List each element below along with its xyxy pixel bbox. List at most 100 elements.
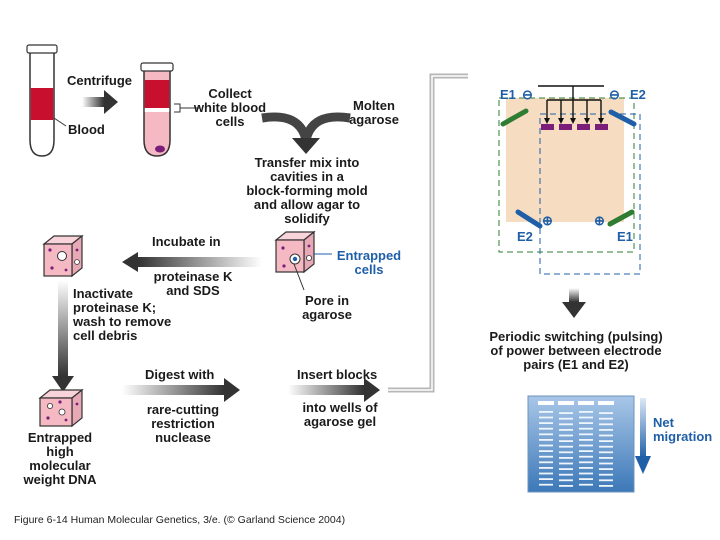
gel-band — [579, 433, 593, 436]
gel-band — [599, 451, 613, 454]
gel-band — [599, 417, 613, 420]
e2-bottom-label: E2 — [517, 229, 533, 244]
insert-arrow — [288, 378, 380, 402]
gel-band — [579, 478, 593, 480]
e1-bottom-label: E1 — [617, 229, 633, 244]
gel-band — [599, 479, 613, 482]
gel-band — [539, 455, 553, 458]
gel-band — [599, 412, 613, 414]
minus-left-symbol: ⊖ — [522, 87, 533, 102]
net-migration-arrow — [635, 398, 651, 474]
incubate-top-label: Incubate in — [152, 234, 221, 249]
gel-band — [559, 429, 573, 431]
gel-band — [559, 462, 573, 465]
pulsed-field-gel — [527, 395, 635, 493]
gel-band — [579, 455, 593, 458]
gel-band — [599, 462, 613, 465]
gel-band — [599, 434, 613, 437]
digest-top-label: Digest with — [145, 367, 215, 382]
gel-band — [559, 451, 573, 454]
gel-band — [539, 450, 553, 452]
gel-band — [539, 439, 553, 441]
gel-band — [559, 457, 573, 459]
gel-band — [539, 478, 553, 480]
e2-top-label: E2 — [630, 87, 646, 102]
e1-top-label: E1 — [500, 87, 516, 102]
gel-band — [579, 467, 593, 469]
gel-band — [579, 427, 593, 430]
buffy-coat-bracket — [174, 103, 181, 113]
gel-bands — [538, 401, 614, 487]
gel-band — [559, 423, 573, 426]
gel-band — [579, 472, 593, 475]
gel-band — [559, 479, 573, 482]
pulsing-arrow — [562, 288, 586, 318]
plus-right-symbol: ⊕ — [594, 213, 605, 228]
gel-band — [579, 422, 593, 424]
gel-band — [579, 439, 593, 441]
gel-band — [599, 468, 613, 470]
gel-band — [599, 423, 613, 426]
insert-top-label: Insert blocks — [297, 367, 378, 382]
incubate-arrow — [122, 252, 262, 272]
gel-band — [539, 411, 553, 413]
figure-caption: Figure 6-14 Human Molecular Genetics, 3/… — [14, 514, 346, 526]
gel-band — [559, 485, 573, 487]
periodic-switching-label: Periodic switching (pulsing)of power bet… — [489, 329, 663, 372]
gel-band — [539, 472, 553, 475]
gel-well — [598, 401, 614, 405]
gel-band — [599, 445, 613, 448]
merge-arrows — [261, 112, 351, 154]
gel-band — [579, 411, 593, 413]
blood-label: Blood — [68, 122, 105, 137]
gel-band — [539, 461, 553, 464]
gel-apparatus — [498, 85, 641, 275]
gel-band — [539, 433, 553, 436]
gel-band — [579, 444, 593, 447]
pore-leader — [293, 263, 305, 291]
gel-band — [579, 450, 593, 452]
gel-band — [539, 444, 553, 447]
gel-band — [599, 457, 613, 459]
blood-leader-line — [53, 117, 67, 127]
gel-band — [539, 422, 553, 424]
gel-band — [559, 434, 573, 437]
gel-well — [538, 401, 554, 405]
gel-band — [539, 483, 553, 486]
mold-block — [274, 230, 316, 274]
inactivate-arrow — [52, 280, 74, 392]
gel-band — [559, 445, 573, 448]
gel-band — [559, 473, 573, 476]
gel-band — [559, 468, 573, 470]
digest-arrow — [122, 378, 240, 402]
separated-tube — [140, 62, 174, 157]
gel-well — [578, 401, 594, 405]
centrifuge-label: Centrifuge — [67, 73, 132, 88]
gel-band — [559, 412, 573, 414]
gel-band — [599, 485, 613, 487]
minus-right-symbol: ⊖ — [609, 87, 620, 102]
gel-band — [539, 467, 553, 469]
gel-band — [579, 483, 593, 486]
gel-band — [579, 461, 593, 464]
plus-left-symbol: ⊕ — [542, 213, 553, 228]
dna-block — [38, 388, 84, 428]
gel-band — [539, 427, 553, 430]
gel-well — [558, 401, 574, 405]
gel-band — [539, 416, 553, 419]
gel-band — [599, 473, 613, 476]
gel-band — [579, 416, 593, 419]
digested-block — [42, 234, 84, 278]
blood-tube — [26, 44, 58, 157]
